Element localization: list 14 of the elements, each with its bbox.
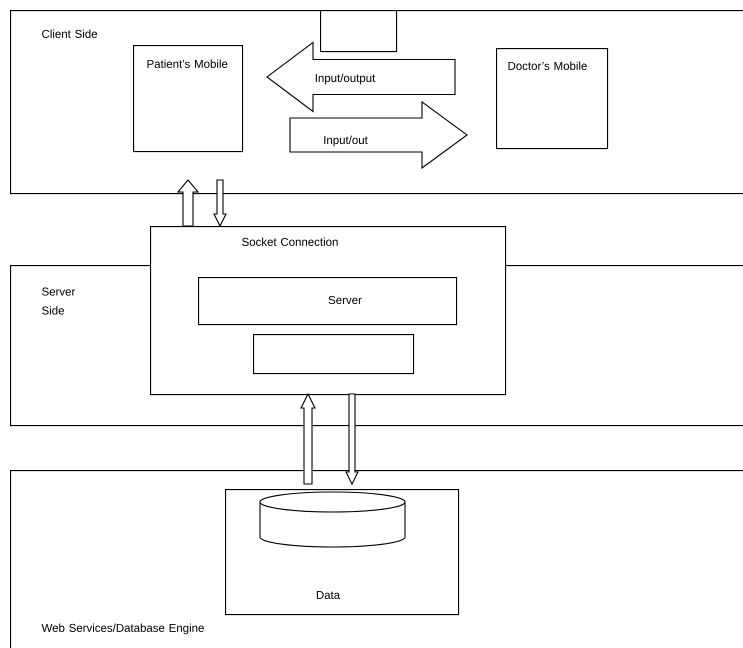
edge-label: Input/output (316, 74, 376, 84)
block-arrow (176, 179, 200, 227)
component-box: Doctor’s Mobile (496, 48, 608, 150)
block-arrow (289, 100, 468, 170)
component-box: Server (198, 277, 458, 326)
block-arrow (300, 392, 316, 485)
database-cylinder (259, 491, 406, 548)
component-box: Patient’s Mobile (133, 45, 244, 152)
empty-box (320, 10, 398, 52)
block-arrow (213, 179, 227, 228)
block-arrow (266, 41, 456, 113)
edge-label: Input/out (324, 136, 368, 146)
block-arrow (345, 393, 359, 486)
empty-box (253, 334, 414, 374)
